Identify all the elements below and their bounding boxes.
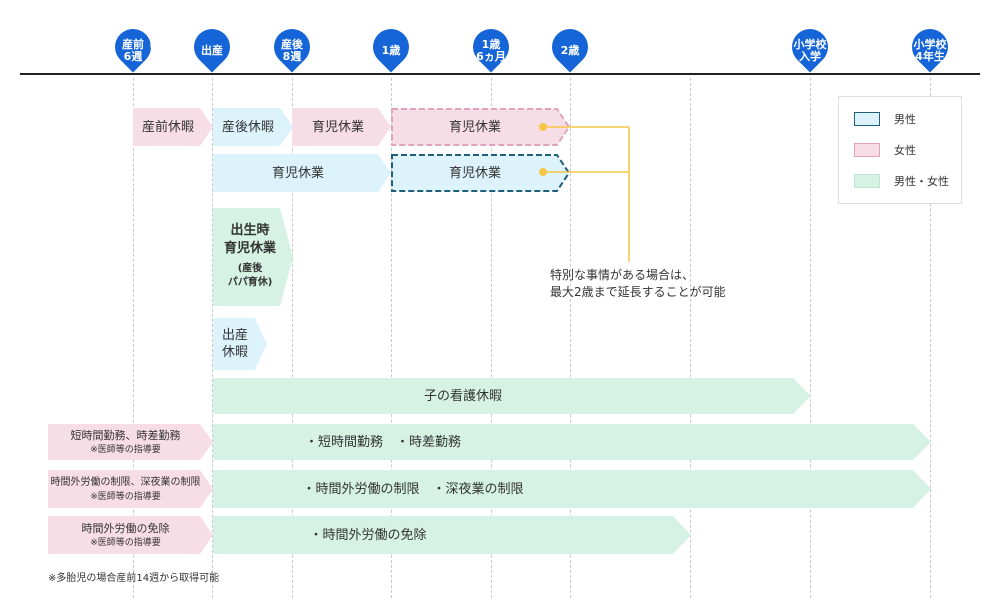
marker-1y6m: 1歳 6ヵ月 — [465, 15, 517, 75]
bar-short-hours: ・短時間勤務 ・時差勤務 — [213, 424, 931, 460]
guide-line — [690, 78, 691, 598]
guide-line — [391, 78, 392, 598]
marker-birth: 出産 — [186, 15, 238, 75]
extension-note: 特別な事情がある場合は、 最大2歳まで延長することが可能 — [550, 268, 726, 299]
timeline-axis — [20, 73, 980, 75]
legend: 男性 女性 男性・女性 — [838, 96, 962, 204]
bar-birth-leave: 出産 休暇 — [213, 318, 267, 370]
guide-line — [930, 78, 931, 598]
bar-short-hours-request: 短時間勤務、時差勤務 ※医師等の指導要 — [48, 424, 213, 460]
marker-elementary-entry: 小学校 入学 — [784, 15, 836, 75]
extension-note-connector — [539, 123, 630, 262]
guide-line — [133, 78, 134, 598]
legend-swatch-male — [854, 112, 880, 126]
guide-line — [212, 78, 213, 598]
legend-item-female: 女性 — [854, 142, 916, 158]
bar-sick-child-leave: 子の看護休暇 — [213, 378, 811, 414]
bar-birth-childcare: 出生時 育児休業 (産後 パパ育休) — [213, 208, 293, 306]
bar-childcare-female-extension: 育児休業 — [391, 108, 571, 146]
bar-overtime-exempt: ・時間外労働の免除 — [213, 516, 691, 554]
marker-postnatal-8w: 産後 8週 — [266, 15, 318, 75]
legend-swatch-both — [854, 174, 880, 188]
marker-elementary-4th: 小学校 4年生 — [904, 15, 956, 75]
guide-line — [810, 78, 811, 598]
bar-postnatal-leave: 産後休暇 — [213, 108, 293, 146]
legend-item-male: 男性 — [854, 111, 916, 127]
bar-prenatal-leave: 産前休暇 — [133, 108, 213, 146]
bar-overtime-exempt-request: 時間外労働の免除 ※医師等の指導要 — [48, 516, 213, 554]
footnote: ※多胎児の場合産前14週から取得可能 — [48, 573, 220, 584]
marker-1y: 1歳 — [365, 15, 417, 75]
bar-overtime-limit: ・時間外労働の制限 ・深夜業の制限 — [213, 470, 931, 508]
guide-line — [491, 78, 492, 598]
bar-childcare-male: 育児休業 — [213, 154, 391, 192]
bar-childcare-male-extension: 育児休業 — [391, 154, 571, 192]
legend-swatch-female — [854, 143, 880, 157]
guide-line — [292, 78, 293, 598]
marker-prenatal-6w: 産前 6週 ※ — [107, 15, 159, 75]
marker-2y: 2歳 — [544, 15, 596, 75]
bar-overtime-limit-request: 時間外労働の制限、深夜業の制限 ※医師等の指導要 — [48, 470, 213, 508]
guide-line — [570, 78, 571, 598]
bar-childcare-female: 育児休業 — [292, 108, 391, 146]
legend-item-both: 男性・女性 — [854, 173, 949, 189]
